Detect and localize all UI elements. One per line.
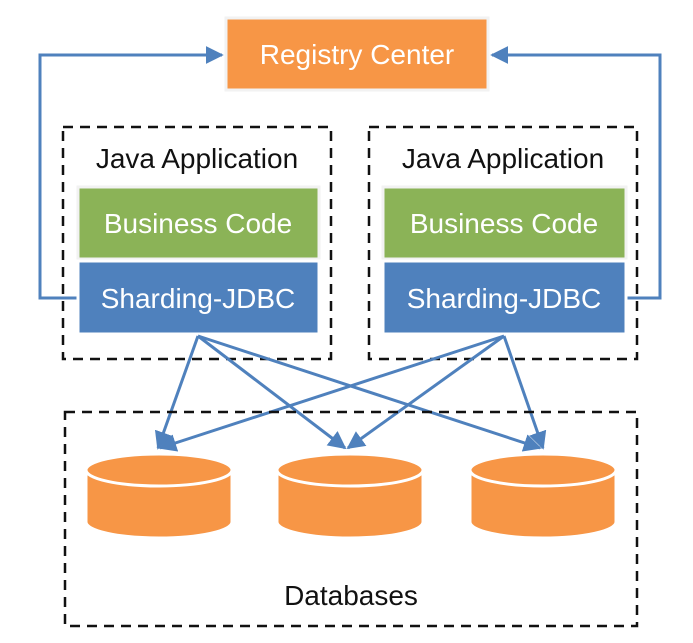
registry-arrow-left [38, 46, 224, 300]
arrow-app2-db2 [346, 334, 505, 450]
sharding-jdbc-1-label: Sharding-JDBC [101, 283, 296, 314]
java-application-2-boundary [367, 125, 639, 361]
java-application-1-title: Java Application [96, 143, 298, 174]
registry-arrow-right [490, 46, 662, 300]
arrow-app2-db1 [158, 334, 505, 452]
connection-arrows [154, 334, 547, 452]
arrow-app1-db2 [197, 334, 347, 450]
databases-label: Databases [284, 580, 418, 611]
arrow-app1-db3 [197, 334, 542, 452]
database-1 [84, 452, 234, 540]
databases-boundary [63, 410, 639, 628]
database-2 [275, 452, 425, 540]
sharding-jdbc-2-label: Sharding-JDBC [407, 283, 602, 314]
arrow-app1-db1 [154, 335, 200, 450]
java-application-2-title: Java Application [402, 143, 604, 174]
java-application-1: Java Application Business Code Sharding-… [61, 125, 333, 361]
registry-center-label: Registry Center [260, 39, 455, 70]
business-code-2-label: Business Code [410, 208, 598, 239]
java-application-1-boundary [61, 125, 333, 361]
database-3 [468, 452, 618, 540]
java-application-2: Java Application Business Code Sharding-… [367, 125, 639, 361]
business-code-1-label: Business Code [104, 208, 292, 239]
arrow-app2-db3 [502, 335, 547, 450]
databases-group: Databases [63, 410, 639, 628]
registry-center: Registry Center [224, 16, 490, 92]
